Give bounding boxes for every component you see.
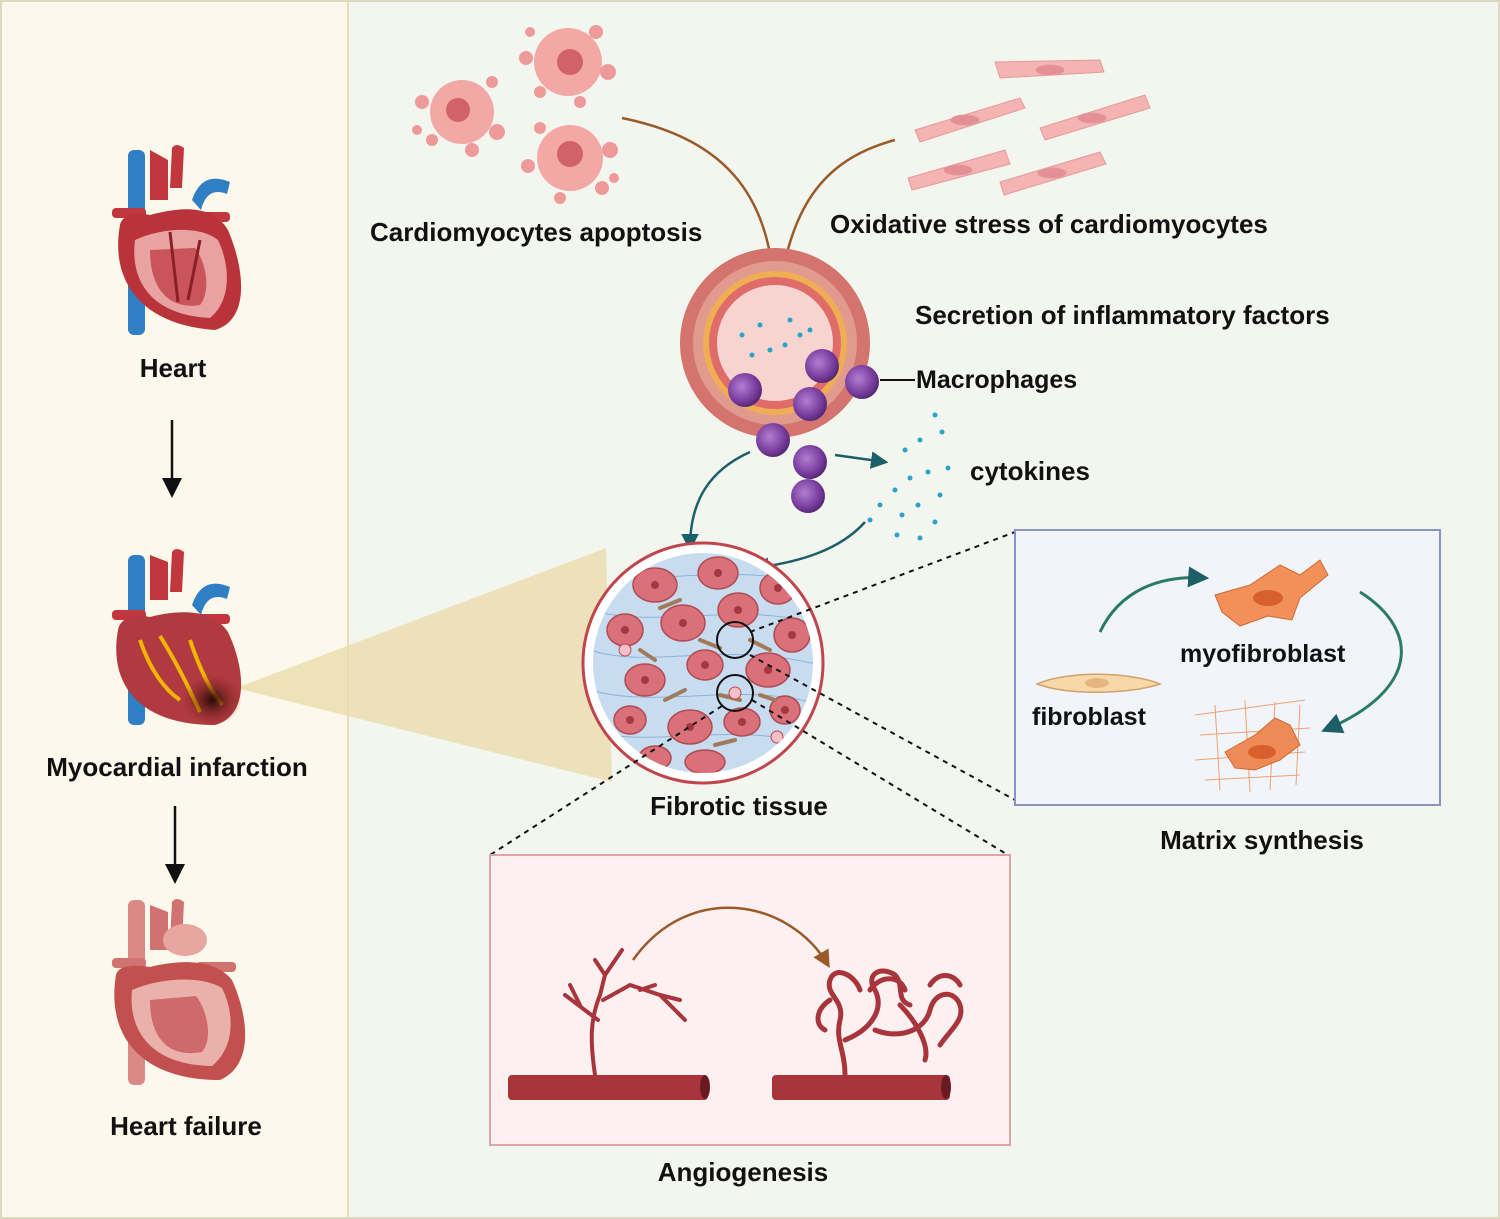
vessel-cross-section — [680, 248, 870, 438]
zoom-circle-matrix — [716, 621, 754, 659]
blood-vessel-icon — [508, 948, 710, 1100]
arrow-to-cytokines — [834, 451, 889, 469]
macrophage-icon — [728, 349, 879, 513]
label-heart: Heart — [139, 353, 207, 383]
zoom-wedge — [236, 548, 612, 782]
label-secretion: Secretion of inflammatory factors — [915, 300, 1330, 330]
label-cardiomyocytes-apoptosis: Cardiomyocytes apoptosis — [370, 217, 703, 247]
zoom-circle-angiogenesis — [716, 674, 754, 712]
arrow-myo-to-matrix — [1321, 590, 1403, 734]
failing-heart-icon — [112, 899, 246, 1085]
fibrotic-tissue-icon — [581, 541, 825, 785]
oxidative-cardiomyocytes-icon — [907, 59, 1151, 196]
apoptotic-cells-icon — [412, 25, 619, 204]
cytokine-dots — [867, 412, 951, 541]
myofibroblast-icon — [1214, 559, 1329, 627]
fibroblast-icon — [1034, 673, 1163, 693]
arrow-angiogenesis — [631, 906, 830, 969]
label-fibroblast: fibroblast — [1032, 703, 1146, 731]
label-myofibroblast: myofibroblast — [1180, 640, 1346, 668]
label-angiogenesis: Angiogenesis — [657, 1157, 829, 1187]
label-fibrotic-tissue: Fibrotic tissue — [650, 791, 828, 821]
matrix-panel — [1014, 529, 1441, 806]
label-macrophages: Macrophages — [916, 366, 1078, 394]
arrow-macrophage-to-fibrotic — [681, 450, 751, 552]
label-oxidative-stress: Oxidative stress of cardiomyocytes — [830, 209, 1268, 239]
sprouting-vessel-icon — [772, 968, 964, 1100]
zoom-lines — [489, 531, 1016, 856]
arrow-fibro-to-myo — [1098, 566, 1210, 633]
label-heart-failure: Heart failure — [110, 1111, 262, 1141]
heart-icon — [112, 145, 242, 335]
label-cytokines: cytokines — [970, 456, 1090, 486]
label-matrix-synthesis: Matrix synthesis — [1160, 825, 1364, 855]
infarcted-heart-icon — [112, 549, 242, 726]
matrix-fibers-icon — [1194, 699, 1311, 793]
label-myocardial-infarction: Myocardial infarction — [46, 752, 308, 782]
